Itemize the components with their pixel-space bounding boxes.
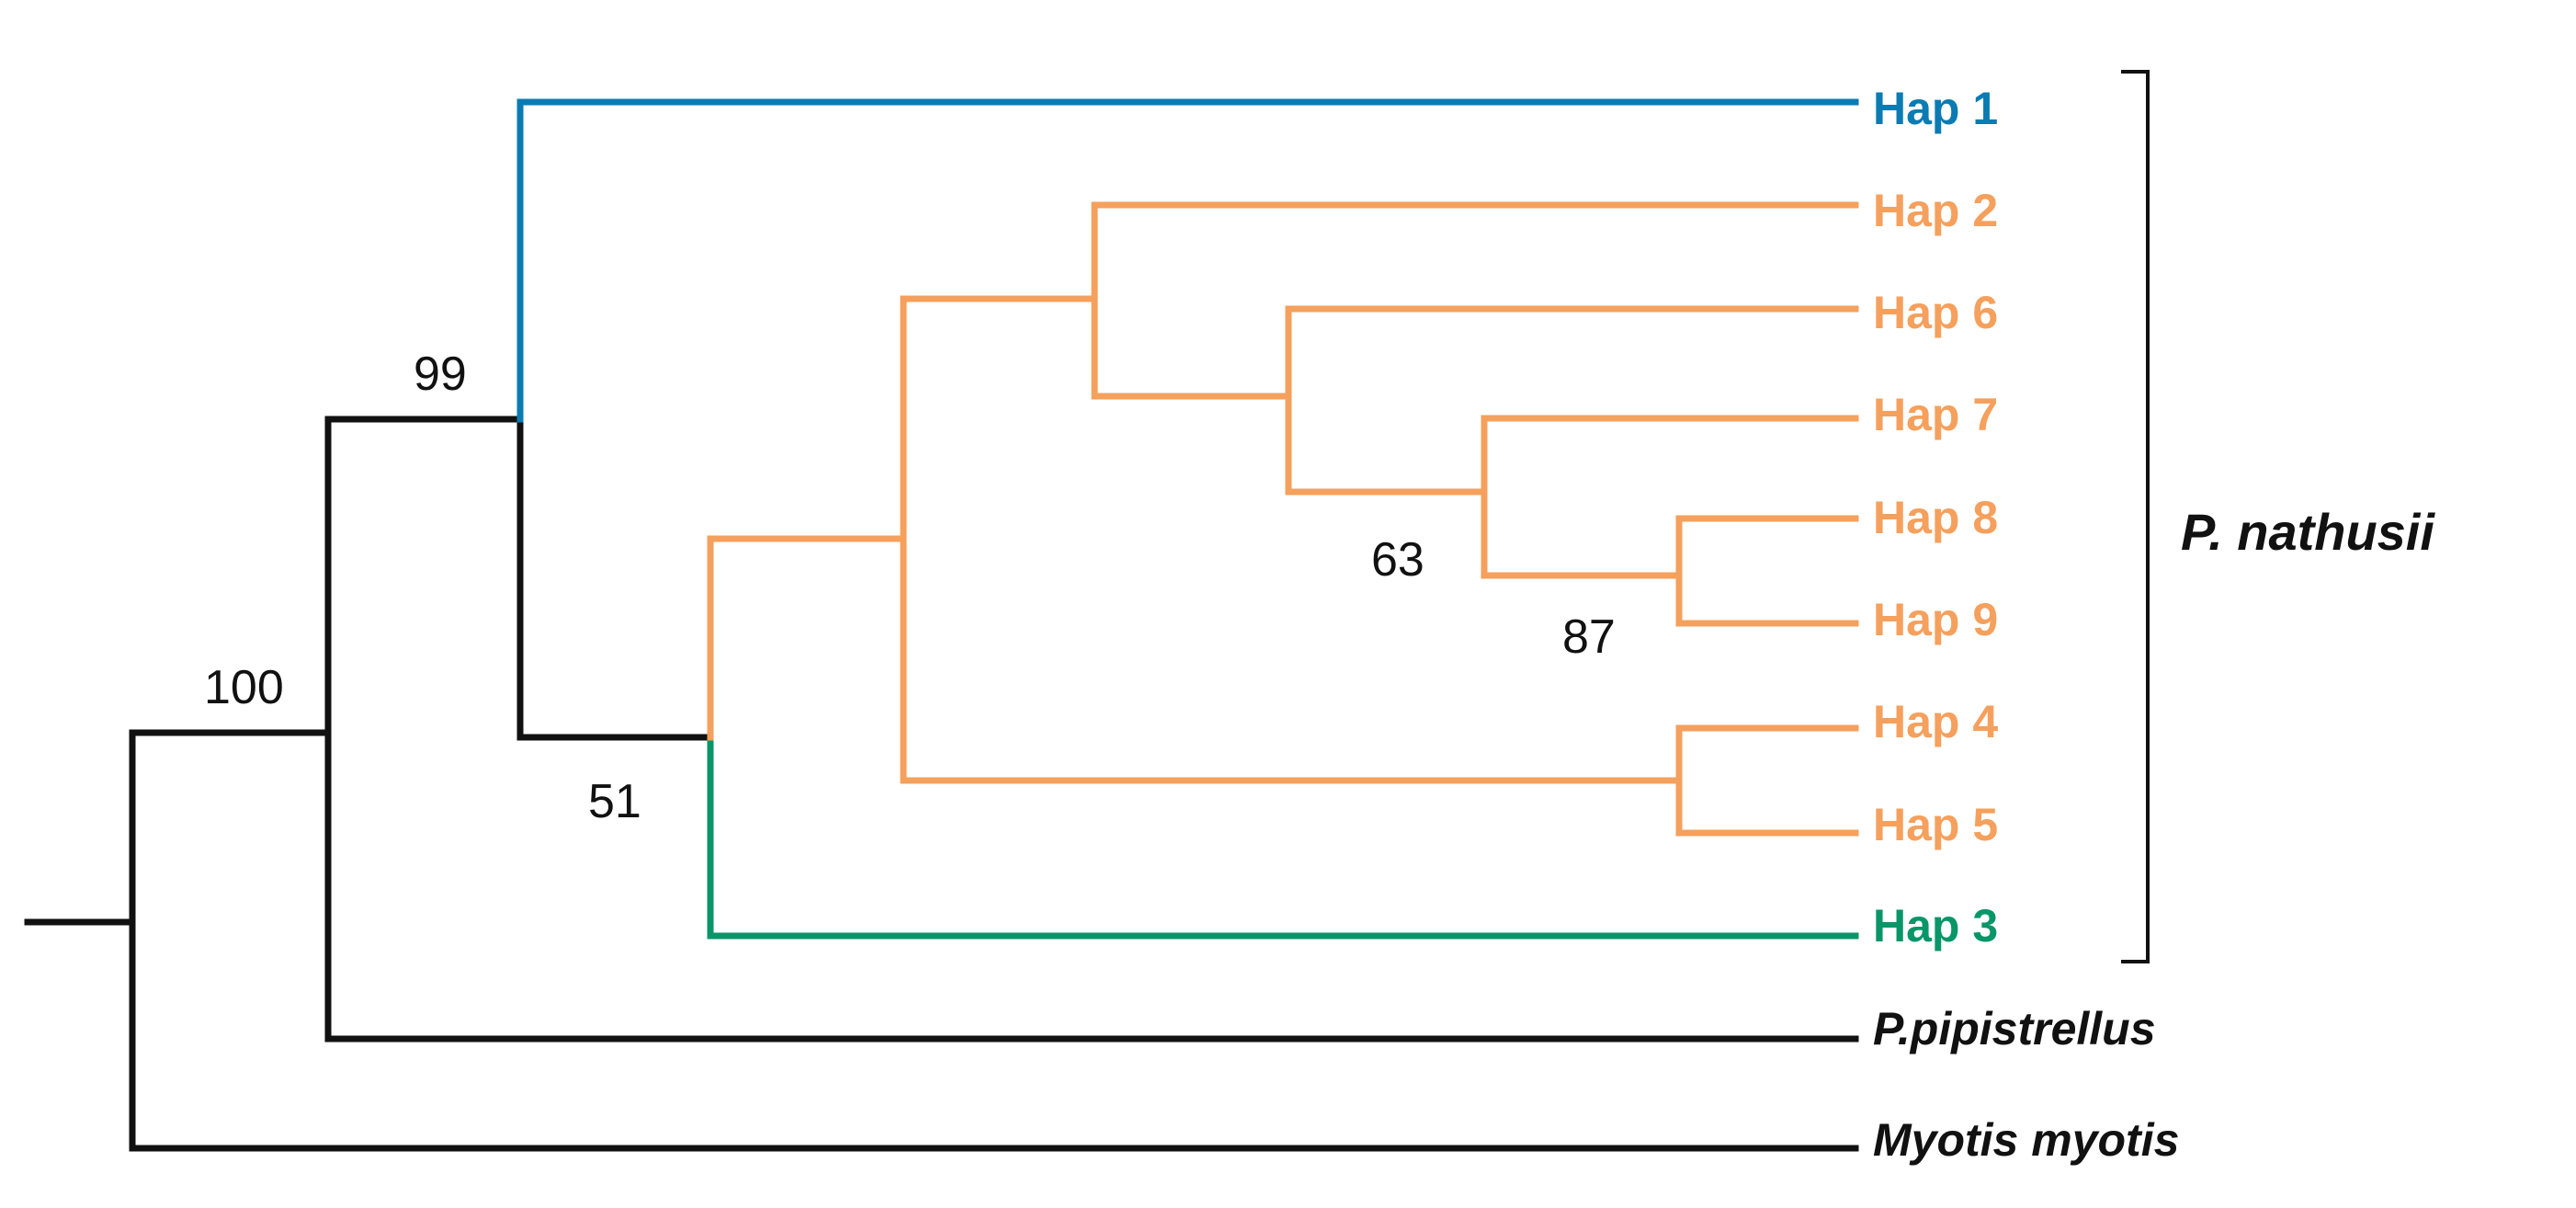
clade-bracket bbox=[2121, 70, 2150, 963]
leaf-label-hap1: Hap 1 bbox=[1873, 83, 1998, 134]
leaf-label-hap9: Hap 9 bbox=[1873, 594, 1998, 645]
support-value-99: 99 bbox=[414, 348, 467, 401]
clade-label-p-nathusii: P. nathusii bbox=[2181, 503, 2435, 561]
support-values: 100 99 51 63 87 bbox=[204, 348, 1616, 828]
support-value-51: 51 bbox=[588, 775, 641, 828]
leaf-label-hap2: Hap 2 bbox=[1873, 185, 1998, 236]
support-value-87: 87 bbox=[1562, 610, 1616, 664]
nathusii-bracket bbox=[2121, 70, 2150, 963]
leaf-label-hap4: Hap 4 bbox=[1873, 696, 1998, 747]
leaf-labels: Hap 1 Hap 2 Hap 6 Hap 7 Hap 8 Hap 9 Hap … bbox=[1873, 83, 2179, 1166]
leaf-label-hap5: Hap 5 bbox=[1873, 799, 1998, 850]
leaf-label-hap6: Hap 6 bbox=[1873, 287, 1998, 338]
leaf-label-p-pipistrellus: P.pipistrellus bbox=[1873, 1003, 2156, 1054]
support-value-63: 63 bbox=[1371, 533, 1424, 587]
leaf-label-hap8: Hap 8 bbox=[1873, 492, 1998, 543]
leaf-label-hap3: Hap 3 bbox=[1873, 900, 1998, 952]
tree-branches bbox=[24, 98, 1859, 1152]
leaf-label-hap7: Hap 7 bbox=[1873, 389, 1998, 440]
support-value-100: 100 bbox=[204, 661, 284, 714]
leaf-label-myotis-myotis: Myotis myotis bbox=[1873, 1114, 2179, 1166]
